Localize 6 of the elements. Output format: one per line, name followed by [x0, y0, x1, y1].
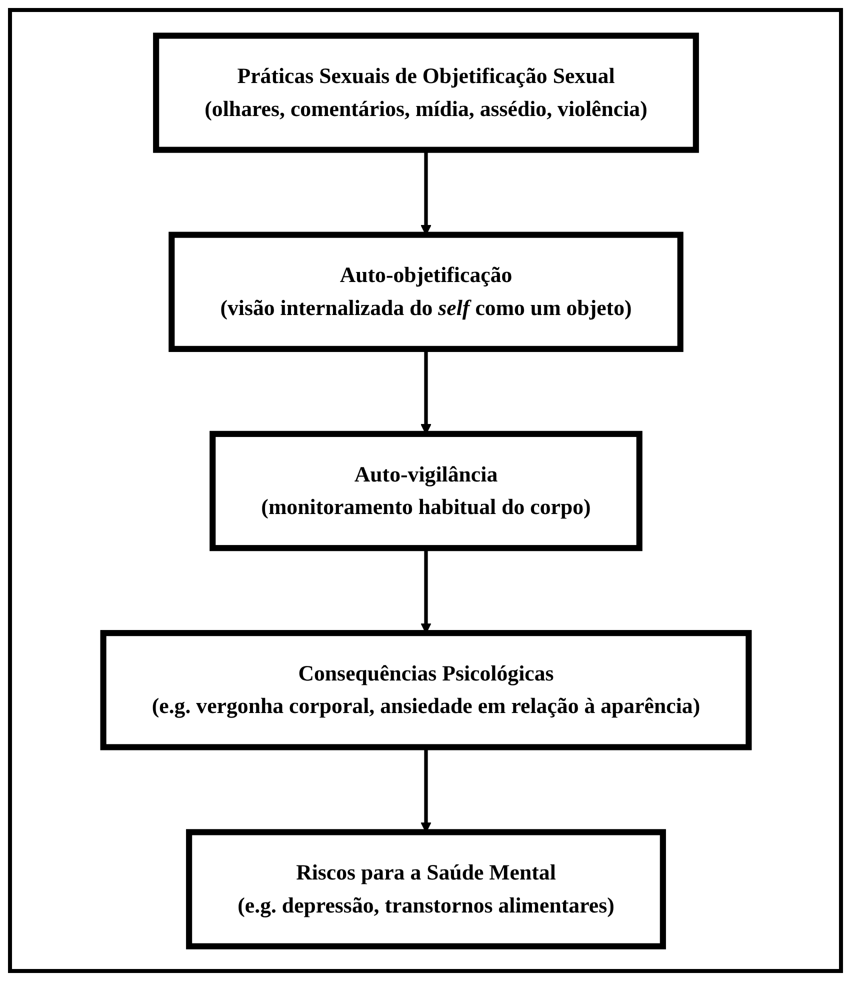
page-frame: Práticas Sexuais de Objetificação Sexual (olhares, comentários, mídia, assédio, violência) Auto-objetificação (visão internalizada do self como um objeto) Auto-vigilância (monitoramento habitual do corpo) Consequências Psicológicas (e.g. vergonha corporal, ansiedade em relação à aparência) Riscos para a Saúde Mental (e.g. depressão, transtornos alimentares) [8, 8, 843, 973]
node-box [209, 430, 642, 551]
node-box [186, 828, 666, 949]
node-box [168, 231, 683, 352]
node-box [152, 32, 698, 152]
node-box [100, 630, 752, 750]
